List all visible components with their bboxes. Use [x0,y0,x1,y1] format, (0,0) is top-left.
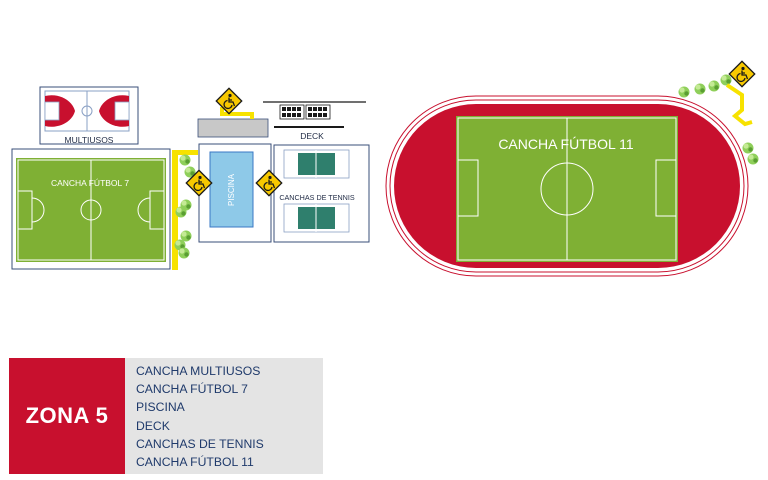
cancha-futbol-11: CANCHA FÚTBOL 11 [385,95,749,277]
piscina-area: PISCINA [197,107,272,243]
futbol7-label: CANCHA FÚTBOL 7 [51,178,129,188]
list-item: CANCHA MULTIUSOS [136,364,261,378]
multiusos-label: MULTIUSOS [65,135,114,145]
accessible-path [725,83,753,127]
accessible-path [172,150,178,270]
deck-label: DECK [300,131,324,141]
tennis-label: CANCHAS DE TENNIS [279,193,355,202]
piscina-label: PISCINA [227,173,236,206]
bleachers-icon [279,104,305,120]
list-item: PISCINA [136,400,185,415]
list-item: CANCHAS DE TENNIS [136,436,264,451]
multiusos-court: MULTIUSOS [39,86,139,145]
deck-area: DECK [263,101,366,141]
list-item: CANCHA FÚTBOL 7 [136,382,248,397]
futbol11-label: CANCHA FÚTBOL 11 [498,136,634,152]
zone-title: ZONA 5 [9,358,125,474]
wheelchair-accessibility-icon [255,169,283,197]
zone-facility-list: CANCHA MULTIUSOS CANCHA FÚTBOL 7 PISCINA… [125,358,323,474]
list-item: DECK [136,418,170,433]
zone-legend: ZONA 5 CANCHA MULTIUSOS CANCHA FÚTBOL 7 … [9,358,323,474]
wheelchair-accessibility-icon [728,60,756,88]
list-item: CANCHA FÚTBOL 11 [136,455,254,470]
cancha-futbol-7: CANCHA FÚTBOL 7 [11,148,171,270]
canchas-de-tennis: CANCHAS DE TENNIS [273,144,370,243]
